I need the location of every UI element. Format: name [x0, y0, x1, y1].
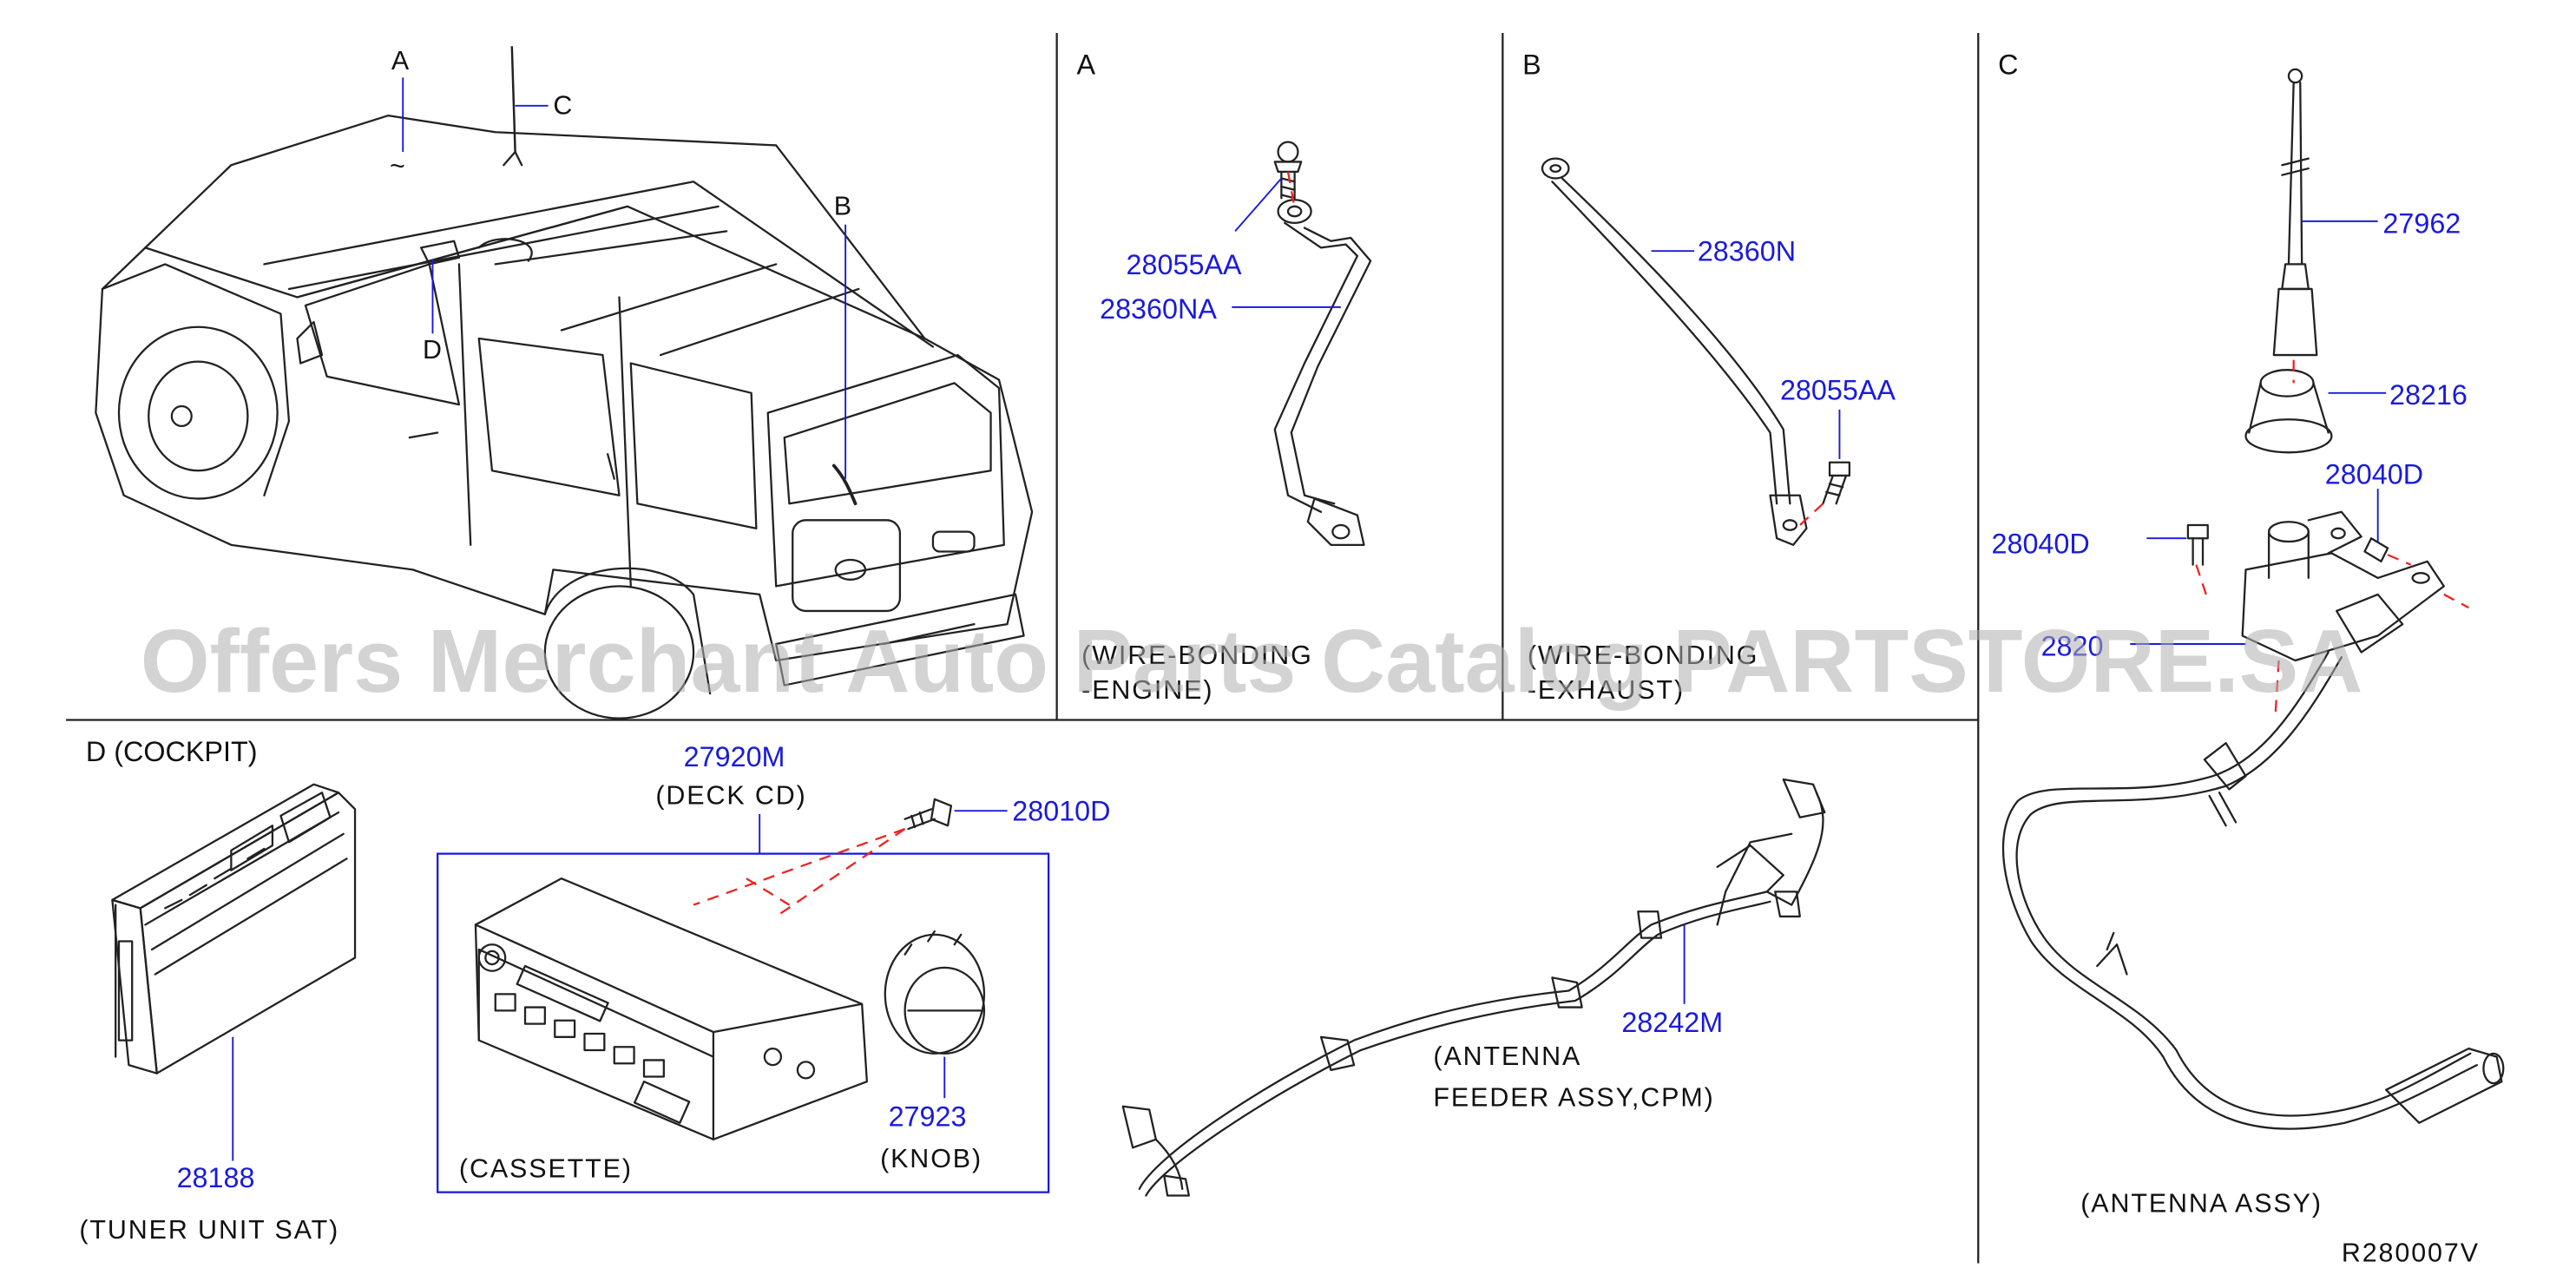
deck-screw-hint-line-1	[693, 828, 905, 906]
part-28010d: 28010D	[1012, 796, 1110, 827]
caption-knob: (KNOB)	[880, 1144, 982, 1173]
caption-tuner-unit-sat: (TUNER UNIT SAT)	[79, 1215, 339, 1245]
antenna-assembly-drawing	[2001, 68, 2505, 1130]
caption-wire-bonding-engine-line2: -ENGINE)	[1081, 675, 1213, 705]
knob-drawing	[884, 930, 986, 1055]
caption-deck-cd: (DECK CD)	[655, 781, 806, 811]
part-28055aa-a-leader	[1234, 177, 1283, 232]
part-28040d-right: 28040D	[2325, 458, 2423, 490]
cassette-deck-drawing	[474, 877, 868, 1140]
part-27923: 27923	[889, 1101, 967, 1133]
section-a-label: A	[1076, 49, 1095, 81]
vehicle-overview	[95, 115, 1034, 720]
part-28188: 28188	[177, 1162, 255, 1193]
section-b-label: B	[1522, 49, 1541, 81]
cable-hint-line	[2274, 660, 2280, 713]
caption-wire-bonding-engine-line1: (WIRE-BONDING	[1081, 641, 1313, 670]
deck-screw-hint-line-2	[775, 828, 906, 917]
caption-wire-bonding-exhaust-line2: -EXHAUST)	[1528, 675, 1685, 705]
part-28040d-left: 28040D	[1991, 528, 2089, 559]
part-28055aa-b: 28055AA	[1780, 374, 1896, 405]
screw-28010d-drawing	[904, 798, 953, 831]
screw-left-hint-line	[2195, 564, 2207, 595]
panel-dividers	[66, 33, 1980, 1264]
part-28055aa-a: 28055AA	[1127, 249, 1242, 280]
part-27920m: 27920M	[684, 741, 785, 772]
part-28216: 28216	[2389, 379, 2468, 411]
screw-right-hint-line	[2387, 554, 2412, 566]
part-27962: 27962	[2382, 207, 2461, 239]
callout-a-tilde: ~	[390, 152, 407, 181]
callout-a: A	[391, 46, 411, 76]
tuner-unit-drawing	[111, 783, 357, 1074]
base-hint-line	[2443, 593, 2469, 609]
bonding-wire-exhaust-drawing	[1541, 157, 1851, 546]
bolt-b-hint-line	[1799, 503, 1824, 526]
bonding-wire-engine-drawing	[1273, 141, 1372, 546]
callout-c: C	[553, 90, 574, 120]
deck-screw-hint-line-3	[746, 877, 791, 906]
part-28360n: 28360N	[1698, 236, 1796, 267]
section-d-label: D (COCKPIT)	[86, 736, 258, 767]
caption-antenna-feeder-line2: FEEDER ASSY,CPM)	[1433, 1083, 1714, 1113]
watermark: Offers Merchant Auto Parts Catalog PARTS…	[141, 611, 2363, 711]
section-c-label: C	[1998, 49, 2018, 81]
bolt-a-hint-line	[1286, 171, 1296, 208]
part-28242m: 28242M	[1621, 1007, 1723, 1038]
deck-cd-frame	[437, 852, 1050, 1193]
callout-b: B	[834, 191, 853, 220]
part-28360na: 28360NA	[1100, 293, 1217, 325]
caption-antenna-feeder-line1: (ANTENNA	[1433, 1042, 1581, 1071]
antenna-feeder-drawing	[1121, 778, 1826, 1197]
caption-antenna-assy: (ANTENNA ASSY)	[2080, 1188, 2323, 1218]
roof-mast	[510, 46, 516, 153]
caption-wire-bonding-exhaust-line1: (WIRE-BONDING	[1528, 641, 1759, 670]
callout-d: D	[423, 335, 444, 365]
part-28200: 2820	[2041, 630, 2104, 661]
figure-code: R280007V	[2342, 1239, 2480, 1268]
caption-cassette: (CASSETTE)	[459, 1154, 633, 1184]
